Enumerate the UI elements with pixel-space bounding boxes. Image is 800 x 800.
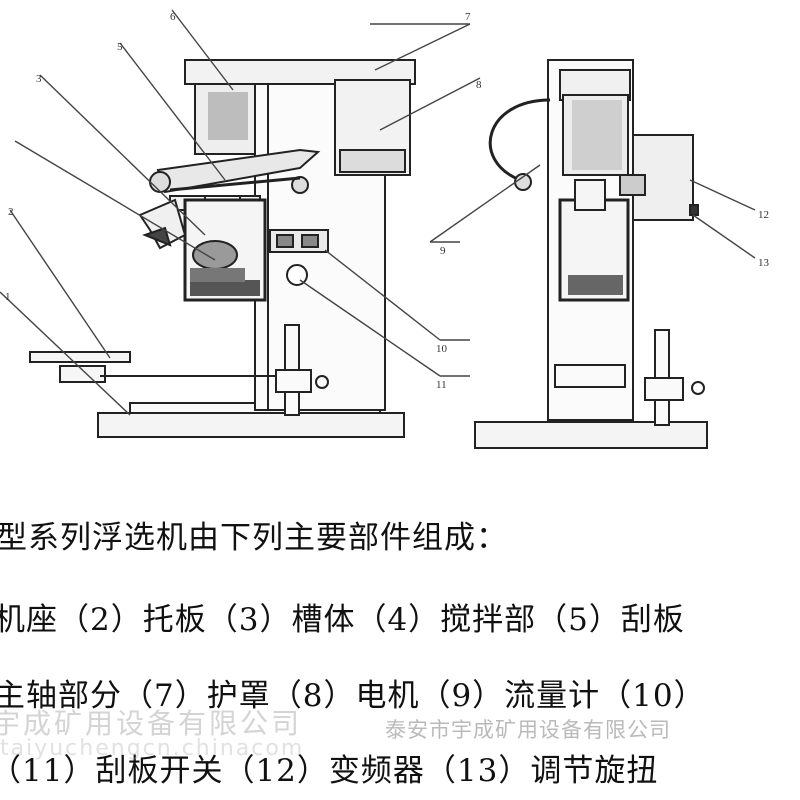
callout-6: 6 xyxy=(170,11,176,23)
caption-parts-1: 机座（2）托板（3）槽体（4）搅拌部（5）刮板 xyxy=(0,602,685,638)
front-view xyxy=(29,59,416,438)
pulley-left xyxy=(149,171,171,193)
callout-1: 1 xyxy=(5,291,11,303)
watermark-url: taiyuchengcn.chinacom xyxy=(0,736,305,761)
caption-parts-2: 主轴部分（7）护罩（8）电机（9）流量计（10） xyxy=(0,678,706,714)
impeller xyxy=(192,240,238,270)
callout-9: 9 xyxy=(440,245,446,257)
caption-intro: 型系列浮选机由下列主要部件组成： xyxy=(0,520,508,556)
pulley-right xyxy=(291,176,309,194)
callout-3: 3 xyxy=(36,73,42,85)
callout-labels: 6 5 3 7 8 2 1 10 11 9 12 13 xyxy=(5,11,770,391)
leader-lines xyxy=(0,9,756,416)
watermark-company-right: 泰安市宇成矿用设备有限公司 xyxy=(385,718,671,742)
side-base xyxy=(474,421,708,449)
callout-12: 12 xyxy=(758,209,769,221)
base-plate xyxy=(97,412,405,438)
callout-2: 2 xyxy=(8,206,14,218)
flotation-machine-diagram: 6 5 3 7 8 2 1 10 11 9 12 13 xyxy=(0,9,770,449)
callout-7: 7 xyxy=(465,11,471,23)
callout-10: 10 xyxy=(436,343,448,355)
side-view xyxy=(474,59,708,449)
flowmeter-hose xyxy=(488,98,551,182)
callout-13: 13 xyxy=(758,257,770,269)
watermark-company-left: 宇成矿用设备有限公司 xyxy=(0,707,303,740)
callout-8: 8 xyxy=(476,79,482,91)
callout-11: 11 xyxy=(436,379,447,391)
tray-plate xyxy=(29,351,131,363)
caption-parts-3: （11）刮板开关（12）变频器（13）调节旋扭 xyxy=(0,753,659,789)
adjust-knob xyxy=(286,264,308,286)
callout-5: 5 xyxy=(117,41,123,53)
